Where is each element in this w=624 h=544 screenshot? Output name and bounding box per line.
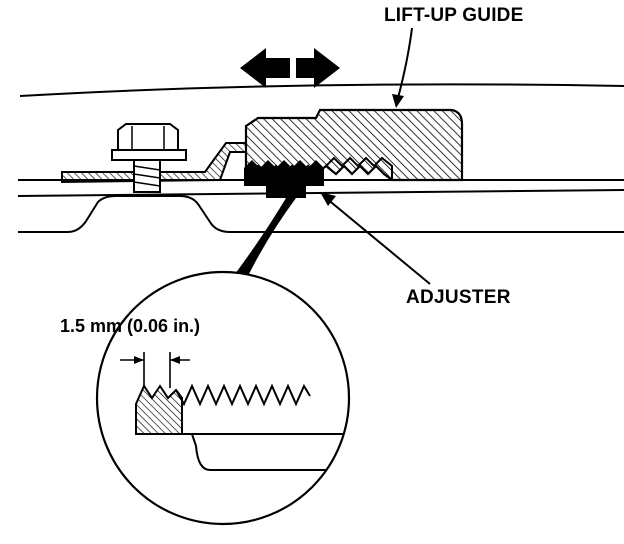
lift-up-guide-label: LIFT-UP GUIDE [384,5,524,26]
detail-view [135,383,349,471]
detail-magnifier-circle [95,270,351,526]
dimension-marker [120,352,190,388]
body-panel-line [19,83,624,97]
base-rail [17,179,624,233]
leader-lift-up-guide [392,27,413,108]
dimension-label: 1.5 mm (0.06 in.) [60,316,201,336]
leader-adjuster [320,192,431,285]
adjuster-label: ADJUSTER [406,287,511,308]
detail-callout-pointer [232,198,296,278]
adjuster-part [244,160,324,198]
double-headed-arrow-icon [240,48,340,88]
hex-bolt-icon [111,123,187,193]
